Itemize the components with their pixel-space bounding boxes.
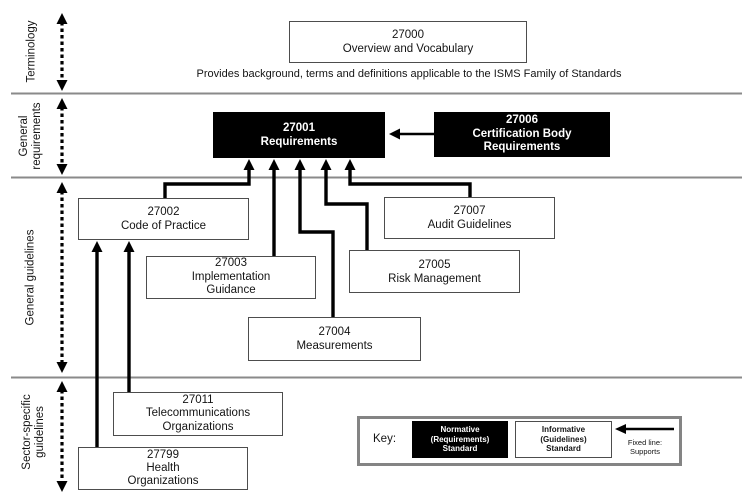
section-label-terminology: Terminology: [25, 20, 38, 83]
legend-title: Key:: [373, 433, 397, 445]
node-27799: 27799 Health Organizations: [78, 447, 248, 490]
node-27005: 27005 Risk Management: [349, 250, 520, 293]
node-27000-code: 27000: [392, 29, 424, 41]
node-27004: 27004 Measurements: [248, 317, 421, 361]
section-extent-arrow-terminology: [56, 13, 68, 91]
node-27011: 27011 Telecommunications Organizations: [113, 392, 283, 436]
arrow-27799-to-27002: [91, 241, 103, 447]
arrow-27011-to-27002: [123, 241, 135, 392]
node-27003-label: Implementation Guidance: [191, 270, 271, 297]
node-27005-code: 27005: [418, 258, 451, 271]
node-27002-label: Code of Practice: [120, 220, 206, 232]
node-27006-label: Certification Body Requirements: [472, 127, 572, 154]
node-27007-label: Audit Guidelines: [427, 219, 512, 231]
node-27011-label: Telecommunications Organizations: [145, 407, 251, 433]
section-label-general-requirements: General requirements: [18, 102, 43, 170]
node-27004-code: 27004: [318, 326, 351, 338]
arrow-27006-to-27001: [389, 128, 434, 140]
node-27001-code: 27001: [283, 122, 315, 134]
arrow-27004-to-27001: [294, 159, 335, 317]
section-extent-arrow-sector-specific: [56, 381, 68, 492]
node-27000-label: Overview and Vocabulary: [342, 43, 474, 55]
arrow-27007-to-27001: [344, 159, 472, 197]
legend-informative-chip: Informative (Guidelines) Standard: [515, 421, 612, 458]
arrow-27005-to-27001: [320, 159, 369, 250]
legend-normative-chip: Normative (Requirements) Standard: [412, 421, 508, 458]
legend: Key: Normative (Requirements) Standard I…: [357, 416, 682, 466]
node-27007: 27007 Audit Guidelines: [384, 197, 555, 239]
node-27003: 27003 Implementation Guidance: [146, 256, 316, 299]
arrow-27002-to-27001: [163, 159, 255, 198]
node-27000: 27000 Overview and Vocabulary: [289, 21, 527, 63]
section-label-general-guidelines: General guidelines: [24, 229, 37, 326]
terminology-caption: Provides background, terms and definitio…: [196, 68, 622, 80]
arrow-27003-to-27001: [268, 159, 280, 256]
section-label-sector-specific: Sector-specific guidelines: [21, 394, 46, 470]
node-27002: 27002 Code of Practice: [78, 198, 249, 240]
section-extent-arrow-general-requirements: [56, 98, 68, 175]
node-27799-code: 27799: [147, 449, 179, 461]
node-27006: 27006 Certification Body Requirements: [434, 112, 610, 157]
node-27011-code: 27011: [182, 393, 214, 406]
node-27001-label: Requirements: [260, 136, 338, 148]
node-27799-label: Health Organizations: [127, 462, 199, 487]
node-27001: 27001 Requirements: [213, 112, 385, 158]
section-extent-arrow-general-guidelines: [56, 182, 68, 373]
legend-fixed-line-note: Fixed line: Supports: [627, 438, 663, 456]
node-27003-code: 27003: [215, 257, 247, 270]
node-27007-code: 27007: [453, 205, 486, 217]
legend-fixed-line-arrow: [615, 424, 674, 434]
node-27002-code: 27002: [147, 206, 180, 218]
node-27005-label: Risk Management: [388, 272, 481, 285]
node-27006-code: 27006: [506, 114, 538, 127]
node-27004-label: Measurements: [296, 340, 373, 352]
